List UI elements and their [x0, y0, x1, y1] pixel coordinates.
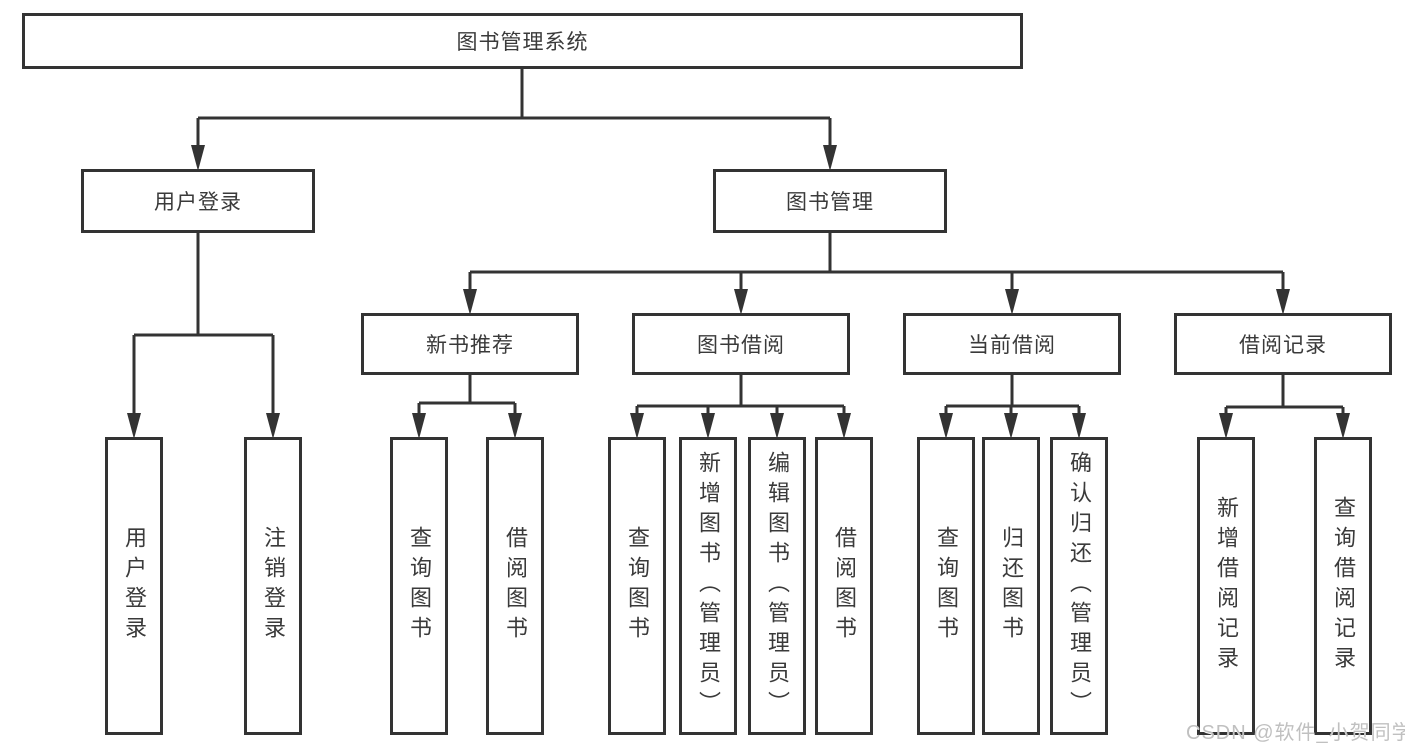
node-label: 查询图书 [407, 526, 432, 646]
leaf-borrow-edit-books-admin: 编辑图书（管理员） [748, 437, 806, 735]
node-new-book-recommend: 新书推荐 [361, 313, 579, 375]
node-book-management: 图书管理 [713, 169, 947, 233]
node-label: 用户登录 [154, 191, 242, 214]
node-label: 图书管理 [786, 191, 874, 214]
node-borrow-records: 借阅记录 [1174, 313, 1392, 375]
connector-records-to-leaves [1219, 375, 1350, 439]
leaf-borrow-query-books: 查询图书 [608, 437, 666, 735]
node-label: 查询图书 [625, 526, 650, 646]
node-label: 编辑图书（管理员） [765, 451, 790, 721]
csdn-watermark: CSDN @软件_小贺同学 [1186, 722, 1405, 744]
leaf-borrow-borrow-books: 借阅图书 [815, 437, 873, 735]
node-user-login: 用户登录 [81, 169, 315, 233]
connector-root-to-level2 [191, 69, 837, 171]
leaf-records-add-record: 新增借阅记录 [1197, 437, 1255, 735]
node-label: 注销登录 [261, 526, 286, 646]
connector-userlogin-to-leaves [127, 233, 280, 439]
leaf-newrec-query-books: 查询图书 [390, 437, 448, 735]
node-label: 新书推荐 [426, 334, 514, 357]
node-label: 新增借阅记录 [1214, 496, 1239, 676]
leaf-logout-login: 注销登录 [244, 437, 302, 735]
node-label: 查询图书 [934, 526, 959, 646]
leaf-newrec-borrow-books: 借阅图书 [486, 437, 544, 735]
node-current-borrow: 当前借阅 [903, 313, 1121, 375]
connector-newrec-to-leaves [412, 375, 522, 439]
node-label: 借阅图书 [503, 526, 528, 646]
node-label: 新增图书（管理员） [696, 451, 721, 721]
node-library-management-system: 图书管理系统 [22, 13, 1023, 69]
leaf-current-return-books: 归还图书 [982, 437, 1040, 735]
node-label: 归还图书 [999, 526, 1024, 646]
node-label: 用户登录 [122, 526, 147, 646]
connector-current-to-leaves [939, 375, 1086, 439]
node-label: 当前借阅 [968, 334, 1056, 357]
leaf-borrow-add-books-admin: 新增图书（管理员） [679, 437, 737, 735]
node-book-borrow: 图书借阅 [632, 313, 850, 375]
node-label: 查询借阅记录 [1331, 496, 1356, 676]
node-label: 确认归还（管理员） [1067, 451, 1092, 721]
leaf-user-login: 用户登录 [105, 437, 163, 735]
leaf-current-confirm-return-admin: 确认归还（管理员） [1050, 437, 1108, 735]
leaf-current-query-books: 查询图书 [917, 437, 975, 735]
connector-borrow-to-leaves [630, 375, 851, 439]
node-label: 图书管理系统 [456, 31, 589, 54]
leaf-records-query-record: 查询借阅记录 [1314, 437, 1372, 735]
node-label: 借阅记录 [1239, 334, 1327, 357]
connector-bookmgmt-to-level3 [463, 233, 1290, 315]
node-label: 图书借阅 [697, 334, 785, 357]
node-label: 借阅图书 [832, 526, 857, 646]
